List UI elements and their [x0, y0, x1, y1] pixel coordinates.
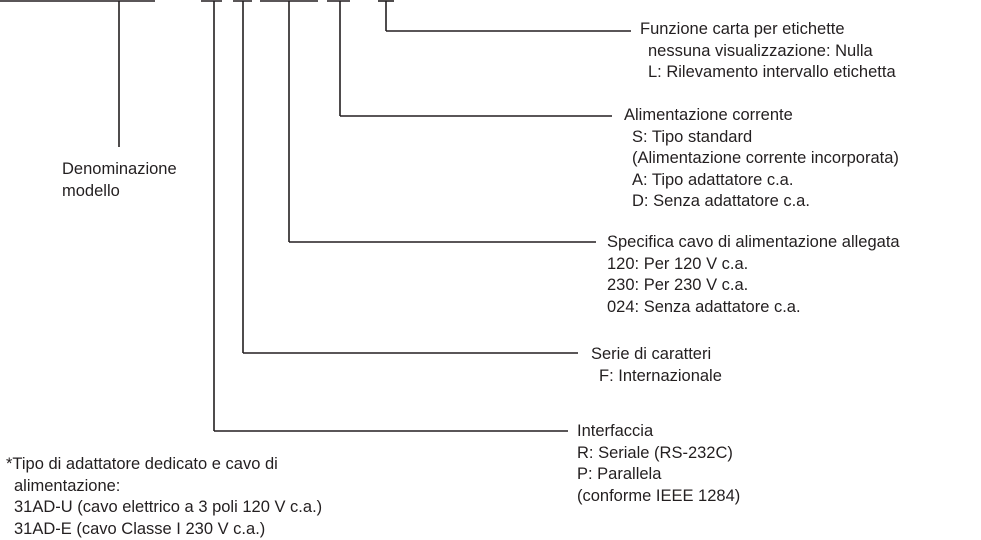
interface-callout: Interfaccia R: Seriale (RS-232C) P: Para… [577, 421, 740, 507]
power-cable-callout: Specifica cavo di alimentazione allegata… [607, 232, 900, 318]
model-name-label: Denominazione modello [62, 159, 177, 202]
power-supply-option: S: Tipo standard [632, 127, 753, 146]
label-paper-title: Funzione carta per etichette [640, 20, 845, 38]
model-name-line-1: Denominazione [62, 160, 177, 178]
interface-option: P: Parallela [577, 465, 662, 483]
footnote-line: alimentazione: [14, 476, 121, 495]
power-supply-option: A: Tipo adattatore c.a. [632, 170, 794, 189]
power-cable-title: Specifica cavo di alimentazione allegata [607, 233, 900, 251]
power-cable-option: 024: Senza adattatore c.a. [607, 297, 801, 316]
power-supply-option: (Alimentazione corrente incorporata) [632, 149, 899, 167]
power-supply-option: D: Senza adattatore c.a. [632, 192, 810, 210]
character-set-option: F: Internazionale [599, 366, 722, 385]
character-set-title: Serie di caratteri [591, 345, 712, 363]
interface-option: (conforme IEEE 1284) [577, 486, 741, 505]
power-supply-callout: Alimentazione corrente S: Tipo standard … [624, 105, 899, 213]
power-cable-option: 230: Per 230 V c.a. [607, 276, 749, 294]
model-name-line-2: modello [62, 181, 120, 200]
footnote-line: 31AD-U (cavo elettrico a 3 poli 120 V c.… [14, 498, 323, 516]
footnote-line: *Tipo di adattatore dedicato e cavo di [6, 455, 278, 473]
footnote: *Tipo di adattatore dedicato e cavo di a… [6, 454, 322, 540]
interface-option: R: Seriale (RS-232C) [577, 443, 733, 462]
footnote-line: 31AD-E (cavo Classe I 230 V c.a.) [14, 519, 266, 538]
character-set-callout: Serie di caratteri F: Internazionale [591, 344, 722, 387]
power-cable-option: 120: Per 120 V c.a. [607, 254, 749, 273]
label-paper-callout: Funzione carta per etichette nessuna vis… [640, 19, 896, 84]
interface-title: Interfaccia [577, 422, 654, 440]
label-paper-option: L: Rilevamento intervallo etichetta [648, 63, 896, 81]
label-paper-option: nessuna visualizzazione: Nulla [648, 41, 873, 60]
power-supply-title: Alimentazione corrente [624, 106, 793, 124]
